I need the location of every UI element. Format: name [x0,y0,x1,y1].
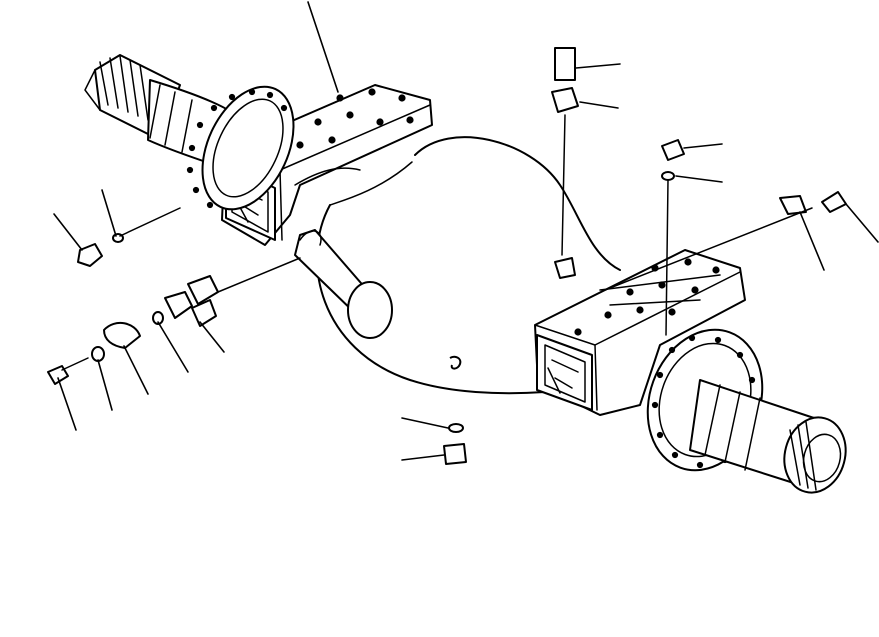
gasket [164,291,193,319]
retainer-plate [187,275,219,305]
left-drain-parts [47,233,219,385]
leader-lines [53,1,879,461]
drain-plug [443,443,467,465]
clip [554,257,576,279]
right-housing-bracket [534,249,746,416]
snap-ring [449,355,462,370]
tag-plate [191,299,217,327]
name-plate [779,195,807,215]
plug-washer [661,171,675,181]
breather-plug [554,47,576,81]
name-plate-screw [821,191,847,213]
left-spindle [84,54,295,211]
breather-tube [294,229,393,339]
drain-washer [448,423,464,433]
filler-plug [661,139,685,161]
right-spindle [646,328,847,494]
right-fittings [443,47,847,465]
plug-bolt-left [77,243,103,267]
cover-plate [103,321,141,349]
breather-adapter [551,87,579,113]
spring-washer [91,346,105,362]
o-ring [152,311,164,325]
mounting-bolt [47,365,69,385]
